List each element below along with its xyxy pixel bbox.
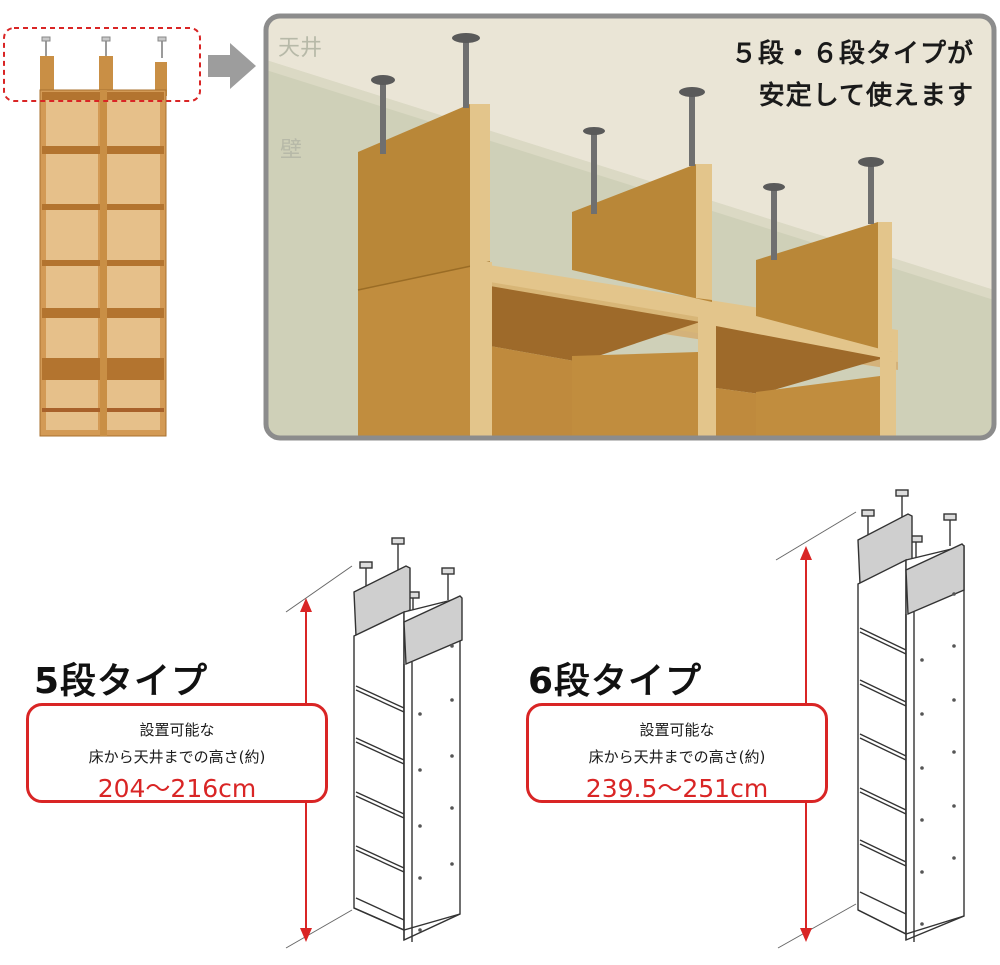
six-shelf-caption-2: 床から天井までの高さ(約) [588, 748, 766, 766]
zoom-callout-outline [3, 27, 201, 102]
wall-label: 壁 [280, 138, 303, 163]
headline-line2: 安定して使えます [758, 81, 974, 111]
shelf-photo [39, 36, 167, 437]
five-shelf-info-box: 設置可能な 床から天井までの高さ(約) 204～216cm [26, 703, 328, 803]
tension-poles [371, 33, 884, 260]
six-shelf-height-range: 239.5～251cm [585, 774, 769, 803]
six-shelf-info-box: 設置可能な 床から天井までの高さ(約) 239.5～251cm [526, 703, 828, 803]
five-shelf-height-range: 204～216cm [97, 774, 257, 803]
overview-illustration [3, 13, 997, 441]
zoom-arrow [208, 43, 256, 89]
five-shelf-caption-2: 床から天井までの高さ(約) [88, 748, 266, 766]
five-shelf-caption-1: 設置可能な [139, 721, 215, 739]
zoom-panel [266, 16, 994, 438]
headline-line1: ５段・６段タイプが [730, 39, 974, 69]
zoom-panel-frame [263, 13, 997, 441]
six-shelf-caption-1: 設置可能な [639, 721, 715, 739]
ceiling-label: 天井 [278, 36, 323, 61]
six-shelf-title: 6段タイプ [528, 661, 703, 702]
five-shelf-title: 5段タイプ [34, 661, 209, 702]
